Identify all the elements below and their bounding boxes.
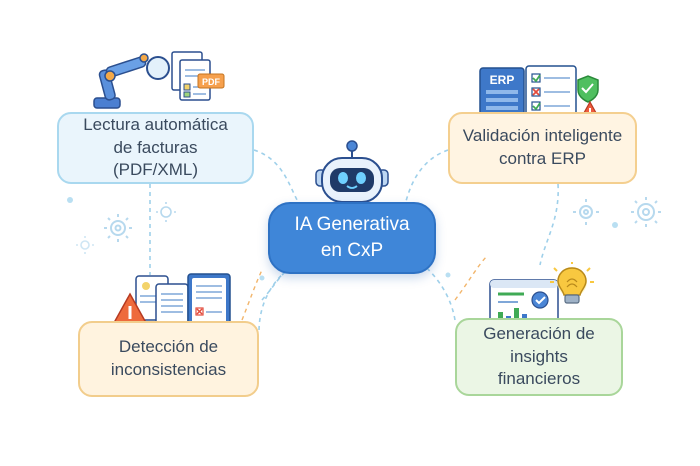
node-label-line1: Generación de [483,323,595,343]
node-label-line2: de facturas (PDF/XML) [113,137,198,180]
node-validacion-inteligente: Validación inteligente contra ERP [448,112,637,184]
erp-checklist-icon: ERP [479,65,602,125]
dot-decor-4 [612,222,618,228]
node-label-line1: Detección de [118,337,219,357]
dot-decor-1 [259,275,265,281]
connector-detection [258,259,301,331]
connector-reading [253,149,301,206]
dot-decor-2 [445,272,451,278]
center-label-line1: IA Generativa [294,214,410,236]
connector-orange-right [454,254,489,301]
node-deteccion-inconsistencias: Detección de inconsistencias [78,321,259,397]
pdf-badge-label: PDF [202,77,221,87]
node-label-line2: insights financieros [497,346,581,389]
gear-icon [76,236,94,254]
dot-decor-3 [67,197,73,203]
chart-lightbulb-icon [489,262,594,329]
warning-documents-icon [110,273,231,333]
gear-icon [573,199,599,225]
node-center-ia-generativa: IA Generativa en CxP [268,202,436,274]
connector-validation [404,149,449,206]
robotic-arm-document-icon: PDF [93,51,225,109]
connector-orange-left [241,269,263,321]
gear-icon [104,214,132,242]
node-label-line1: Lectura automática [83,114,228,134]
node-label-line2: inconsistencias [110,360,227,379]
node-label-line1: Validación inteligente [462,126,623,146]
robot-icon [315,140,389,203]
gear-icon [156,202,176,222]
connector-extra-left [261,267,291,301]
erp-badge-label: ERP [490,73,515,87]
connector-validation-insights [539,183,559,266]
gear-icon [631,197,661,227]
center-label-line2: en CxP [320,240,384,261]
node-label-line2: contra ERP [499,149,586,168]
node-generacion-insights: Generación de insights financieros [455,318,623,396]
node-lectura-automatica: Lectura automática de facturas (PDF/XML) [57,112,254,184]
